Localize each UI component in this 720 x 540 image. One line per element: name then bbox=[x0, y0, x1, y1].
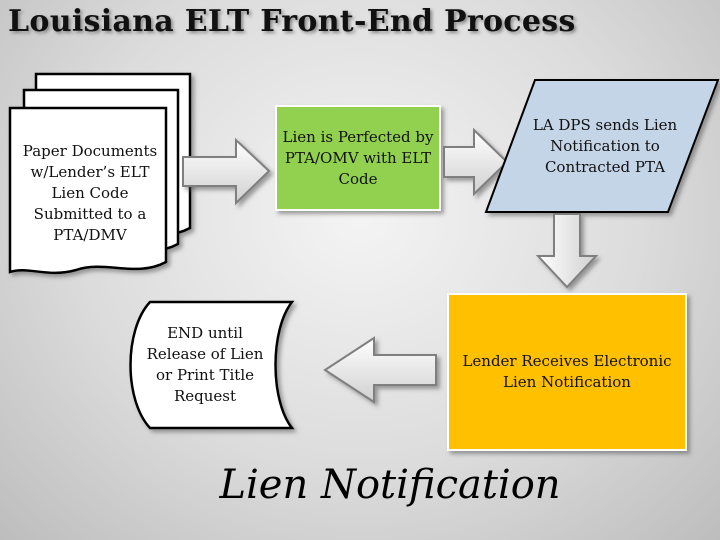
end-until-label: END until Release of Lien or Print Title… bbox=[146, 324, 264, 405]
arrow-left bbox=[323, 336, 437, 404]
end-until-stored-data bbox=[129, 300, 295, 430]
page-title: Louisiana ELT Front-End Process bbox=[8, 4, 576, 39]
arrow-right-2 bbox=[443, 127, 509, 197]
dps-sends-parallelogram bbox=[484, 79, 720, 213]
dps-sends-label: LA DPS sends Lien Notification to Contra… bbox=[532, 115, 678, 176]
lien-notification-caption: Lien Notification bbox=[219, 462, 561, 508]
lien-perfected-label: Lien is Perfected by PTA/OMV with ELT Co… bbox=[282, 127, 434, 188]
lender-receives-box bbox=[447, 293, 687, 451]
multi-document-shape bbox=[8, 72, 192, 275]
lender-receives-label: Lender Receives Electronic Lien Notifica… bbox=[462, 352, 672, 391]
lien-perfected-box bbox=[275, 105, 441, 211]
arrow-right-1 bbox=[182, 137, 271, 206]
arrow-down bbox=[535, 213, 599, 289]
paper-documents-label: Paper Documents w/Lender’s ELT Lien Code… bbox=[22, 141, 158, 244]
